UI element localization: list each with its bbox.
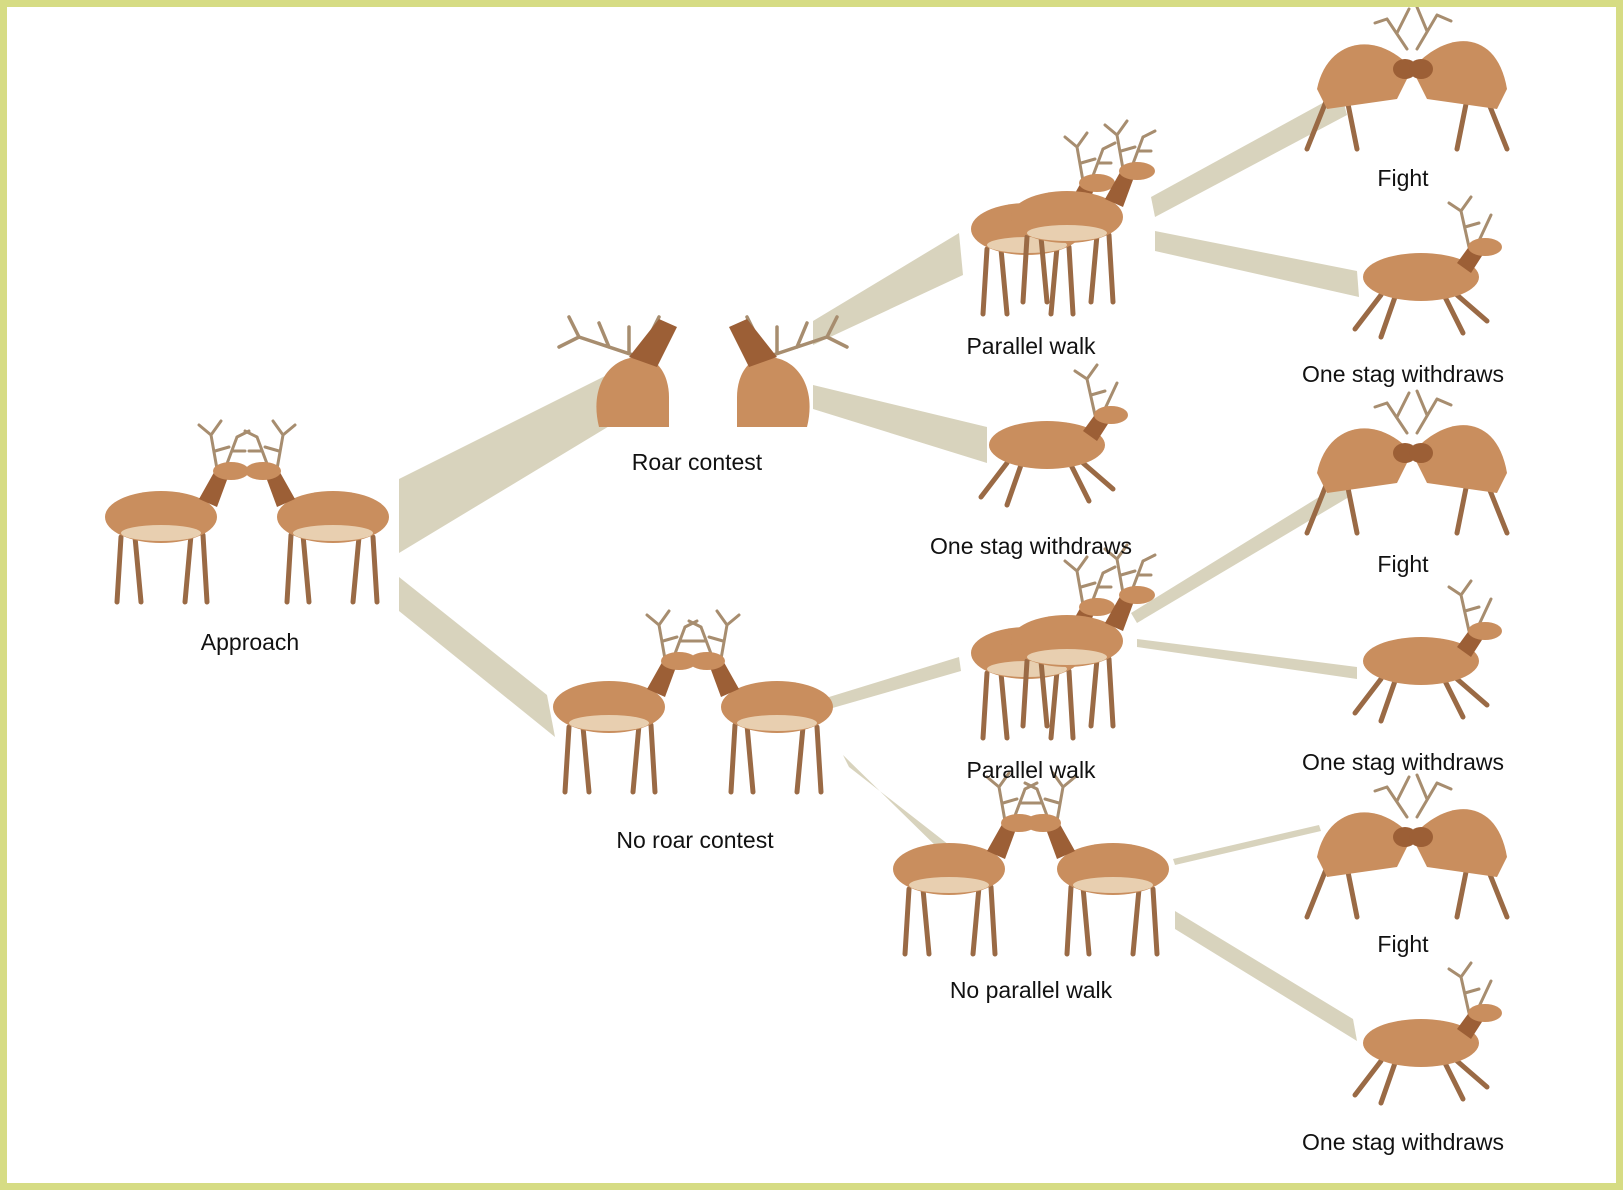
label-approach: Approach <box>201 629 299 656</box>
stag-withdraw-2-illustration <box>1355 581 1502 721</box>
stag-parallel-walk-lower-illustration <box>971 545 1155 738</box>
branch-roar-to-parallel <box>813 233 963 345</box>
branch-parallel2-to-withdraw <box>1137 639 1357 679</box>
branch-parallel-to-withdraw <box>1155 231 1359 297</box>
stag-no-parallel-walk-illustration <box>893 773 1169 954</box>
branch-noparallel-to-withdraw <box>1175 911 1357 1041</box>
stag-fight-2-illustration <box>1307 391 1507 533</box>
label-fight-1: Fight <box>1377 165 1428 192</box>
branch-roar-to-withdraw <box>813 385 987 463</box>
branch-parallel2-to-fight <box>1131 481 1349 623</box>
stag-parallel-walk-upper-illustration <box>971 121 1155 314</box>
label-withdraw-after-roar: One stag withdraws <box>930 533 1132 560</box>
stag-no-roar-illustration <box>553 611 833 792</box>
label-parallel-walk-upper: Parallel walk <box>966 333 1095 360</box>
branch-approach-to-no-roar <box>399 577 555 737</box>
branch-noroar-to-parallel <box>829 657 961 709</box>
stag-withdraw-1-illustration <box>1355 197 1502 337</box>
label-no-roar-contest: No roar contest <box>616 827 773 854</box>
label-roar-contest: Roar contest <box>632 449 762 476</box>
label-withdraw-3: One stag withdraws <box>1302 1129 1504 1156</box>
label-parallel-walk-lower: Parallel walk <box>966 757 1095 784</box>
label-withdraw-2: One stag withdraws <box>1302 749 1504 776</box>
decision-tree <box>7 7 1616 1183</box>
branch-approach-to-roar <box>399 375 611 553</box>
stag-fight-1-illustration <box>1307 7 1507 149</box>
branch-parallel-to-fight <box>1151 93 1347 217</box>
branches <box>399 93 1359 1041</box>
label-no-parallel-walk: No parallel walk <box>950 977 1112 1004</box>
label-fight-2: Fight <box>1377 551 1428 578</box>
stag-fight-3-illustration <box>1307 775 1507 917</box>
label-fight-3: Fight <box>1377 931 1428 958</box>
stag-withdraw-after-roar-illustration <box>981 365 1128 505</box>
stag-roar-illustration <box>559 317 847 427</box>
label-withdraw-1: One stag withdraws <box>1302 361 1504 388</box>
stag-withdraw-3-illustration <box>1355 963 1502 1103</box>
stag-approach-illustration <box>105 421 389 602</box>
branch-noparallel-to-fight <box>1173 825 1321 865</box>
